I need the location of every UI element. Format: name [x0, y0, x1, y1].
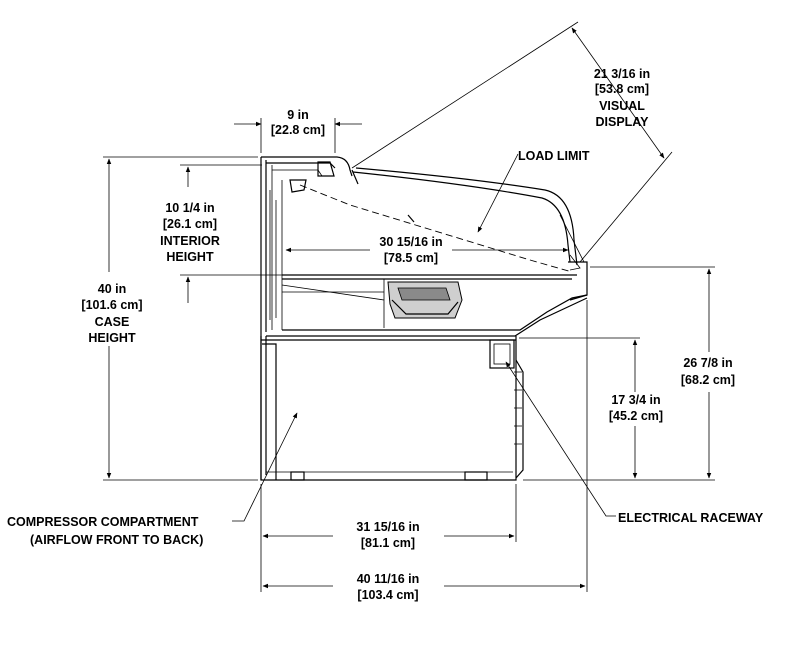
- top-depth-label-in: 9 in: [287, 108, 309, 122]
- base-depth-dimension: 31 15/16 in [81.1 cm]: [260, 484, 517, 550]
- top-depth-label-cm: [22.8 cm]: [271, 123, 325, 137]
- visual-display-label-2: DISPLAY: [595, 115, 649, 129]
- interior-height-label-cm: [26.1 cm]: [163, 217, 217, 231]
- front-height-label-in: 26 7/8 in: [683, 356, 732, 370]
- interior-depth-dimension: 30 15/16 in [78.5 cm]: [285, 235, 569, 265]
- case-height-label-1: CASE: [95, 315, 130, 329]
- case-height-label-cm: [101.6 cm]: [81, 298, 142, 312]
- overall-depth-label-cm: [103.4 cm]: [357, 588, 418, 602]
- interior-height-label-1: INTERIOR: [160, 234, 220, 248]
- interior-height-label-in: 10 1/4 in: [165, 201, 214, 215]
- visual-display-label-cm: [53.8 cm]: [595, 82, 649, 96]
- visual-display-dimension: 21 3/16 in [53.8 cm] VISUAL DISPLAY: [351, 21, 673, 263]
- compressor-label-2: (AIRFLOW FRONT TO BACK): [30, 533, 203, 547]
- load-limit-label: LOAD LIMIT: [518, 149, 590, 163]
- deck-height-label-in: 17 3/4 in: [611, 393, 660, 407]
- overall-depth-label-in: 40 11/16 in: [357, 572, 420, 586]
- top-depth-dimension: 9 in [22.8 cm]: [234, 108, 362, 153]
- compressor-compartment-callout: COMPRESSOR COMPARTMENT (AIRFLOW FRONT TO…: [7, 412, 298, 547]
- overall-depth-dimension: 40 11/16 in [103.4 cm]: [260, 300, 588, 602]
- visual-display-label-1: VISUAL: [599, 99, 645, 113]
- deck-height-dimension: 17 3/4 in [45.2 cm]: [519, 337, 663, 479]
- load-limit-line: [299, 184, 573, 273]
- load-limit-callout: LOAD LIMIT: [477, 149, 590, 233]
- electrical-raceway-label: ELECTRICAL RACEWAY: [618, 511, 764, 525]
- compressor-label-1: COMPRESSOR COMPARTMENT: [7, 515, 199, 529]
- case-height-dimension: 40 in [101.6 cm] CASE HEIGHT: [81, 156, 258, 481]
- front-height-dimension: 26 7/8 in [68.2 cm]: [523, 266, 735, 481]
- display-case-body: [260, 156, 588, 481]
- front-height-label-cm: [68.2 cm]: [681, 373, 735, 387]
- interior-depth-label-in: 30 15/16 in: [379, 235, 442, 249]
- electrical-raceway-callout: ELECTRICAL RACEWAY: [505, 361, 764, 525]
- base-depth-label-in: 31 15/16 in: [356, 520, 419, 534]
- interior-depth-label-cm: [78.5 cm]: [384, 251, 438, 265]
- base-depth-label-cm: [81.1 cm]: [361, 536, 415, 550]
- case-height-label-in: 40 in: [98, 282, 127, 296]
- deck-height-label-cm: [45.2 cm]: [609, 409, 663, 423]
- case-height-label-2: HEIGHT: [88, 331, 136, 345]
- interior-height-dimension: 10 1/4 in [26.1 cm] INTERIOR HEIGHT: [160, 164, 282, 303]
- interior-height-label-2: HEIGHT: [166, 250, 214, 264]
- visual-display-label-in: 21 3/16 in: [594, 67, 650, 81]
